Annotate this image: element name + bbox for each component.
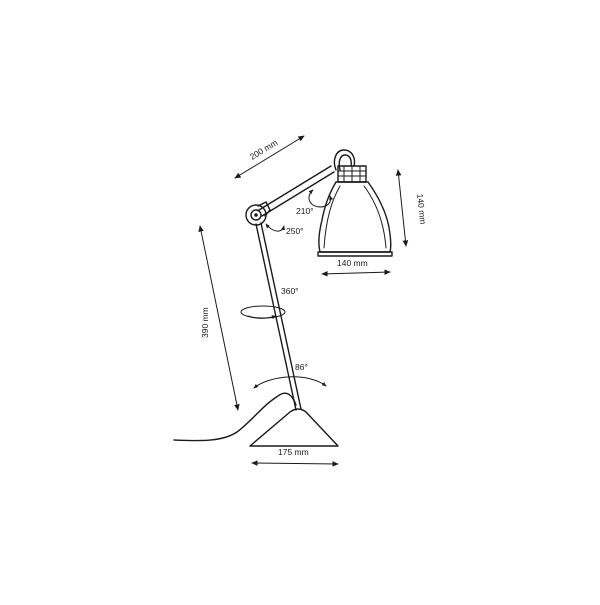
shade-cap — [333, 149, 367, 183]
arm-joint-label: 250° — [286, 226, 304, 236]
shade-rotation-arrow — [308, 189, 334, 208]
stem-swivel-label: 360° — [281, 286, 299, 296]
base-width-dimension — [251, 460, 339, 467]
base-tilt-arrow — [253, 376, 327, 389]
lamp-arm — [258, 165, 335, 217]
lamp-shade — [317, 181, 393, 257]
base-tilt-label: 86° — [295, 362, 308, 372]
arm-joint — [245, 201, 271, 226]
shade-tilt-label: 210° — [296, 206, 314, 216]
shade-width-label: 140 mm — [337, 258, 368, 268]
total-height-label: 390 mm — [200, 307, 210, 338]
total-height-dimension — [198, 225, 240, 411]
lamp-base — [249, 408, 339, 447]
power-cable — [173, 392, 297, 442]
shade-height-dimension — [395, 169, 409, 247]
rotation-indicators — [240, 189, 334, 389]
shade-height-label: 140 mm — [415, 193, 428, 225]
base-width-label: 175 mm — [278, 447, 309, 457]
arm-length-dimension — [234, 135, 305, 179]
dimension-lines — [198, 135, 409, 467]
arm-rotation-arrow — [265, 223, 285, 232]
lamp-illustration — [173, 149, 393, 447]
stem-rotation-arrow — [247, 315, 277, 320]
arm-length-label: 200 mm — [248, 137, 279, 161]
shade-width-dimension — [321, 269, 391, 277]
